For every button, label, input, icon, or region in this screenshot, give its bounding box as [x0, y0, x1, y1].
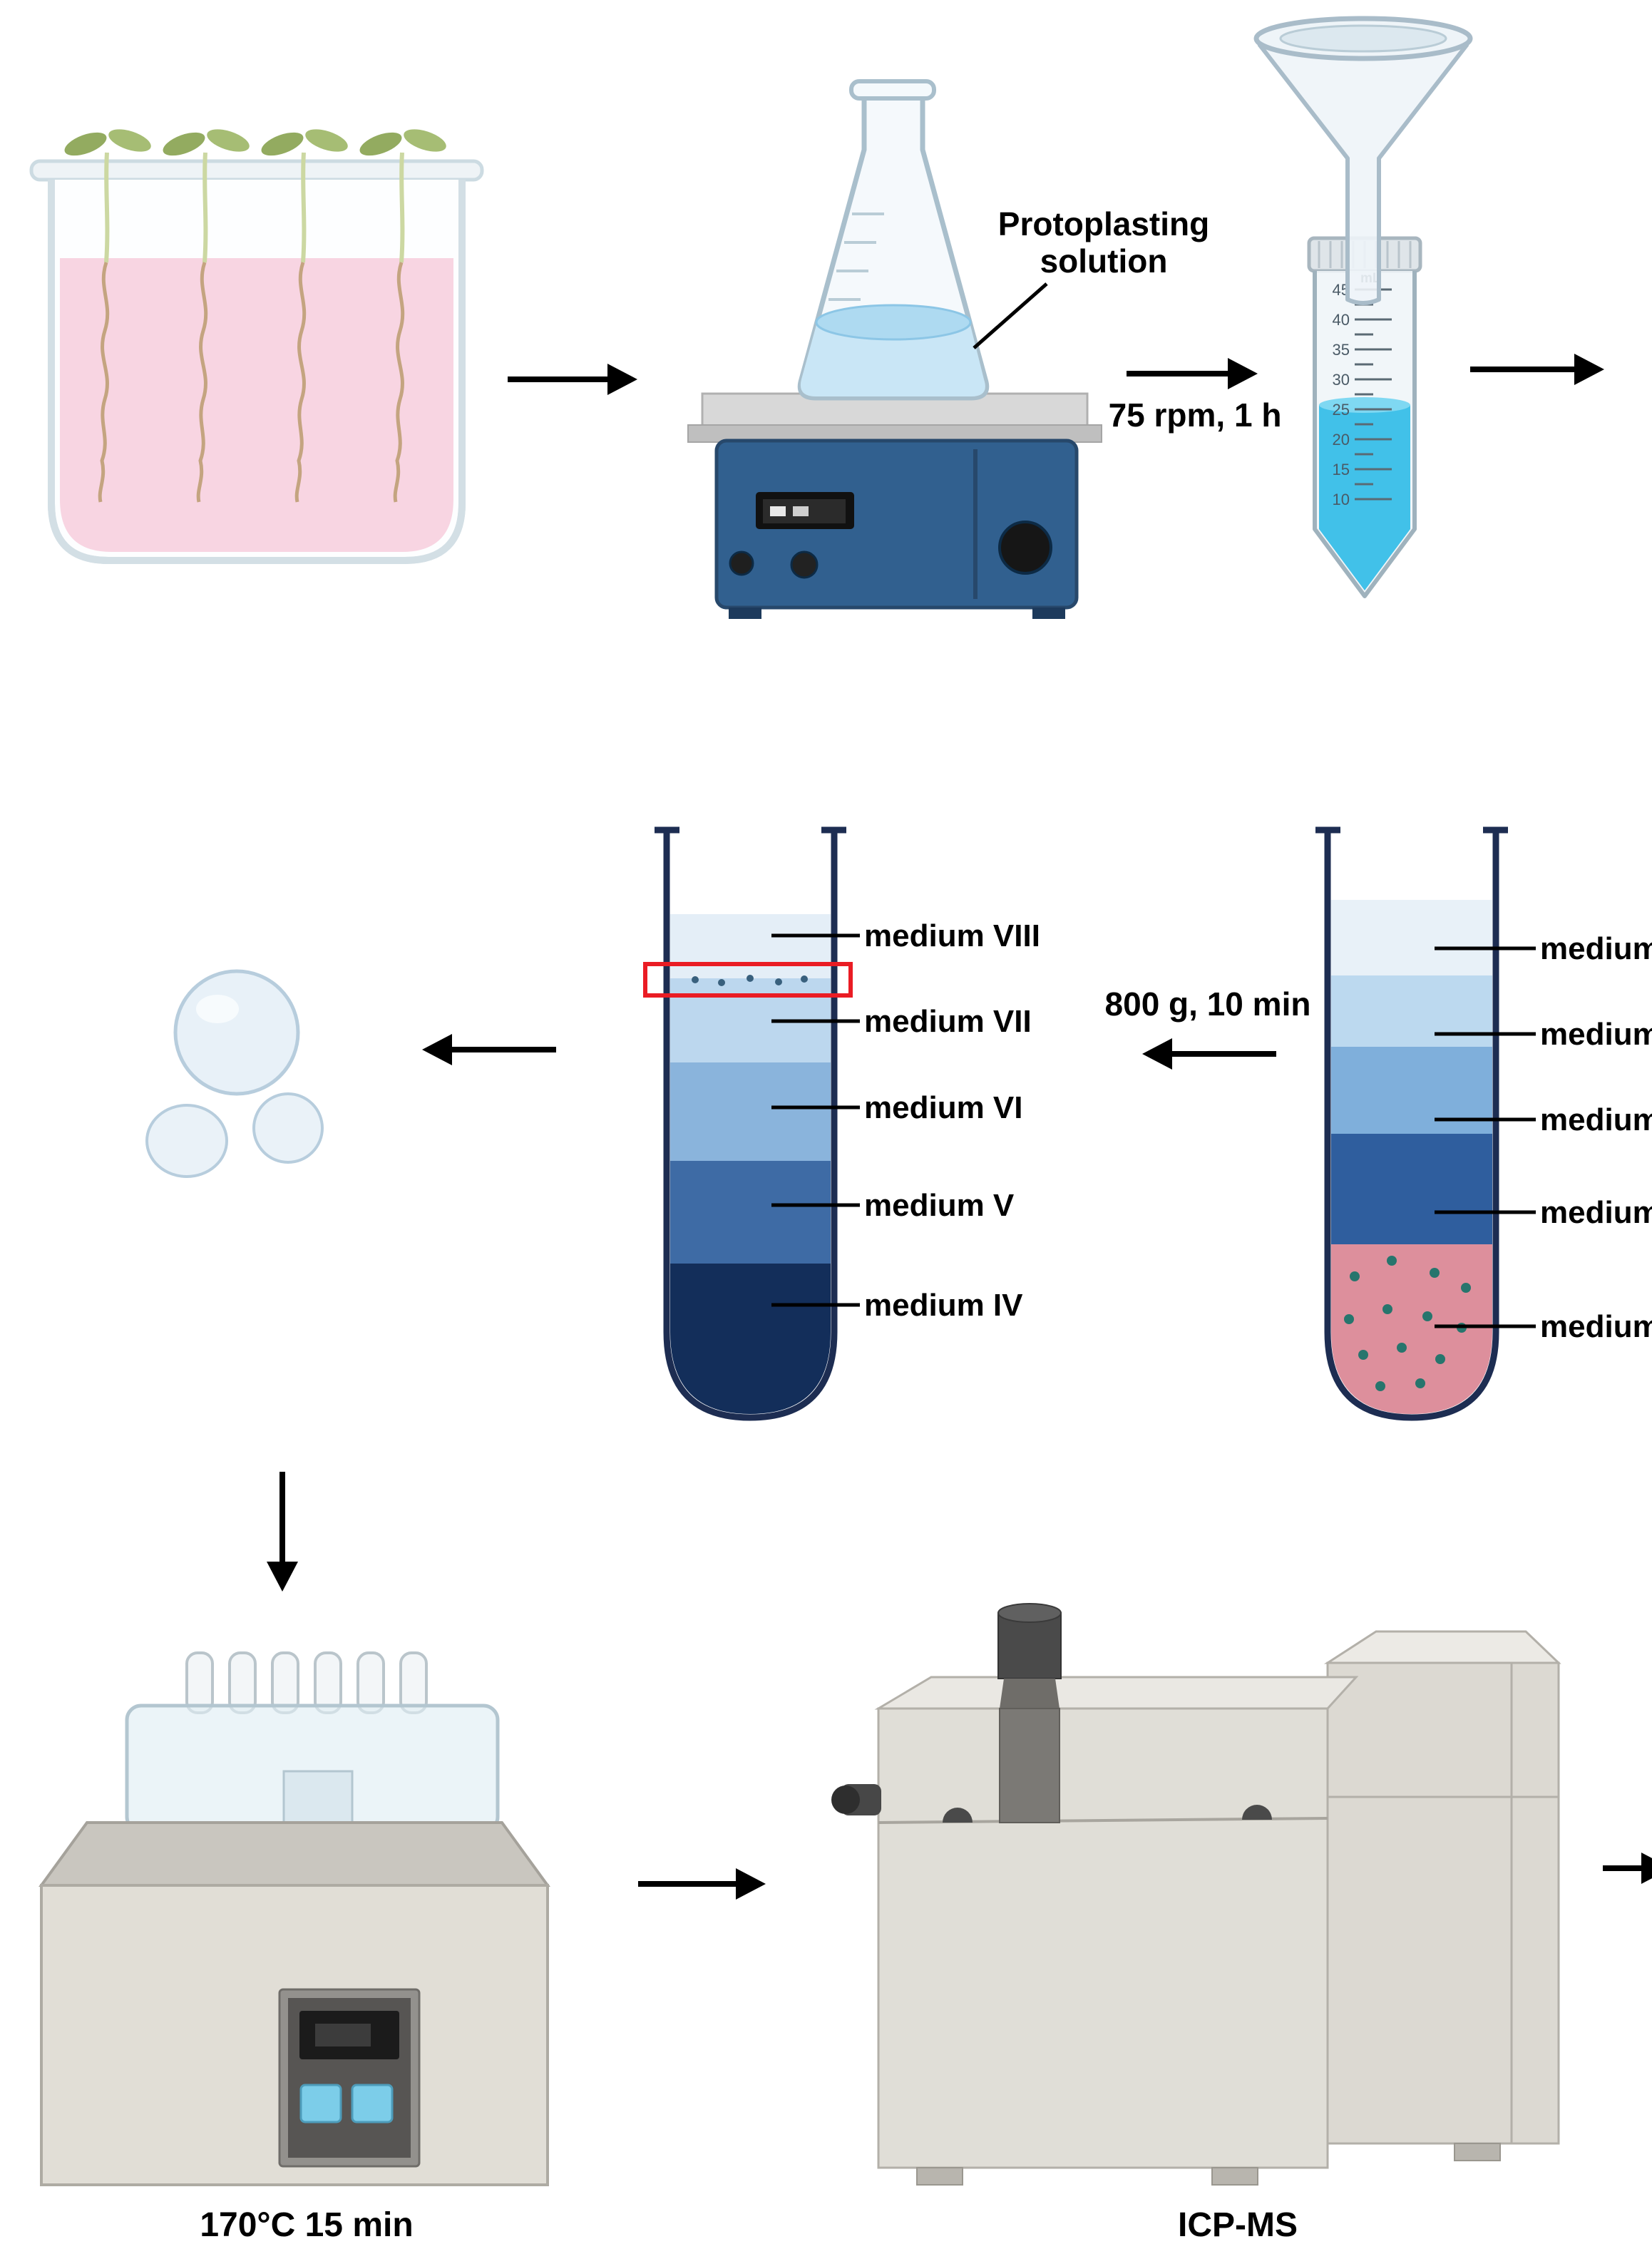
- leaf-icon: [359, 132, 402, 156]
- erlenmeyer-flask: [797, 79, 990, 401]
- isolated-protoplasts: [145, 969, 324, 1178]
- graduation-label: 40: [1333, 311, 1350, 329]
- graduation-label: 25: [1333, 401, 1350, 419]
- protoplast-band-dots: [692, 975, 808, 986]
- leaf-icon: [64, 132, 107, 156]
- digestion-conditions-label: 170°C 15 min: [200, 2206, 413, 2244]
- water-bath: [39, 1651, 550, 2186]
- medium-v-label: medium V: [864, 1188, 1015, 1223]
- seedling-2: [163, 129, 250, 503]
- leaf-icon: [163, 132, 205, 156]
- digestion-tubes: [185, 1651, 428, 1714]
- instrument-label: ICP-MS: [1178, 2206, 1298, 2244]
- instrument-knob-icon: [997, 1603, 1062, 1823]
- seedling-vessel: [29, 129, 484, 564]
- medium-vii-label: medium VII: [864, 1004, 1032, 1039]
- layer-1: [1331, 900, 1492, 975]
- medium-label: medium: [1540, 1017, 1652, 1052]
- layer-medium-v: [670, 1161, 831, 1264]
- pink-medium: [60, 258, 453, 552]
- shaking-conditions-label: 75 rpm, 1 h: [1109, 396, 1282, 434]
- centrifugation-label: 800 g, 10 min: [1105, 985, 1311, 1023]
- protoplast-icon: [173, 969, 300, 1096]
- medium-vi-label: medium VI: [864, 1090, 1023, 1125]
- separated-tube-labels: medium medium medium medium medium: [1435, 931, 1652, 1344]
- shaker-knob-icon: [729, 550, 754, 576]
- density-gradient-tube: medium VIII medium VII medium VI medium …: [643, 826, 1040, 1421]
- orbital-shaker: [687, 79, 1102, 619]
- medium-viii-label: medium VIII: [864, 918, 1040, 953]
- protoplasting-annotation: Protoplasting solution: [973, 205, 1209, 349]
- protoplast-band-highlight-box: [643, 962, 853, 998]
- arrow-right-icon: [508, 364, 637, 395]
- seedling-1: [64, 129, 151, 503]
- gradient-tube-labels: medium VIII medium VII medium VI medium …: [771, 918, 1040, 1323]
- graduation-label: 15: [1333, 461, 1350, 478]
- protoplasting-label-line1: Protoplasting: [998, 205, 1209, 242]
- medium-iv-label: medium IV: [864, 1288, 1023, 1323]
- arrow-right-icon: [1127, 358, 1258, 389]
- layer-5-protoplast-pellet: [1331, 1244, 1492, 1414]
- separated-gradient-tube: medium medium medium medium medium: [1315, 826, 1652, 1421]
- bath-rim: [39, 1821, 550, 1887]
- layer-medium-viii: [670, 914, 831, 978]
- leaf-icon: [261, 132, 304, 156]
- arrow-right-icon: [638, 1868, 766, 1900]
- bath-button: [351, 2084, 394, 2124]
- leaf-icon: [108, 129, 151, 152]
- handle-icon: [1242, 1805, 1272, 1820]
- arrow-right-icon: [1470, 354, 1604, 385]
- vessel-rim: [29, 159, 484, 182]
- medium-label: medium: [1540, 1102, 1652, 1137]
- bath-control-panel: [278, 1988, 421, 2168]
- leaf-icon: [305, 129, 348, 152]
- leaf-icon: [207, 129, 250, 152]
- seedling-4: [359, 129, 446, 503]
- protoplasting-label-line2: solution: [1040, 242, 1168, 280]
- liquid-surface: [815, 304, 972, 341]
- graduation-label: 20: [1333, 431, 1350, 449]
- graduation-label: 10: [1333, 491, 1350, 508]
- leaf-icon: [404, 129, 446, 152]
- flask-lip: [849, 79, 936, 101]
- arrow-down-icon: [267, 1472, 298, 1592]
- shaker-knob-icon: [790, 550, 819, 579]
- filtration-step: mL 45 40 35 30 25 20 15 10: [1253, 16, 1473, 598]
- arrow-left-icon: [422, 1034, 556, 1065]
- seedling-3: [261, 129, 348, 503]
- graduation-label: 30: [1333, 371, 1350, 389]
- handle-icon: [943, 1808, 973, 1823]
- medium-label: medium: [1540, 1309, 1652, 1344]
- bath-button: [299, 2084, 342, 2124]
- layer-medium-iv: [670, 1264, 831, 1414]
- arrow-left-icon: [1142, 1038, 1276, 1070]
- funnel: [1253, 16, 1473, 305]
- layer-medium-vi: [670, 1062, 831, 1161]
- medium-label: medium: [1540, 1195, 1652, 1230]
- flask-liquid: [800, 322, 985, 396]
- shaker-dial-icon: [998, 521, 1052, 575]
- tube-liquid: [1319, 405, 1410, 590]
- medium-label: medium: [1540, 931, 1652, 966]
- vessel-glass-outline: [48, 180, 466, 564]
- protoplast-icon: [252, 1092, 324, 1164]
- arrow-right-icon: [1603, 1853, 1652, 1884]
- layer-4: [1331, 1134, 1492, 1244]
- icp-ms-instrument: [831, 1603, 1561, 2186]
- graduation-label: 35: [1333, 341, 1350, 359]
- protoplast-icon: [145, 1104, 228, 1178]
- layer-2: [1331, 975, 1492, 1047]
- annotation-pointer-line: [973, 282, 1048, 349]
